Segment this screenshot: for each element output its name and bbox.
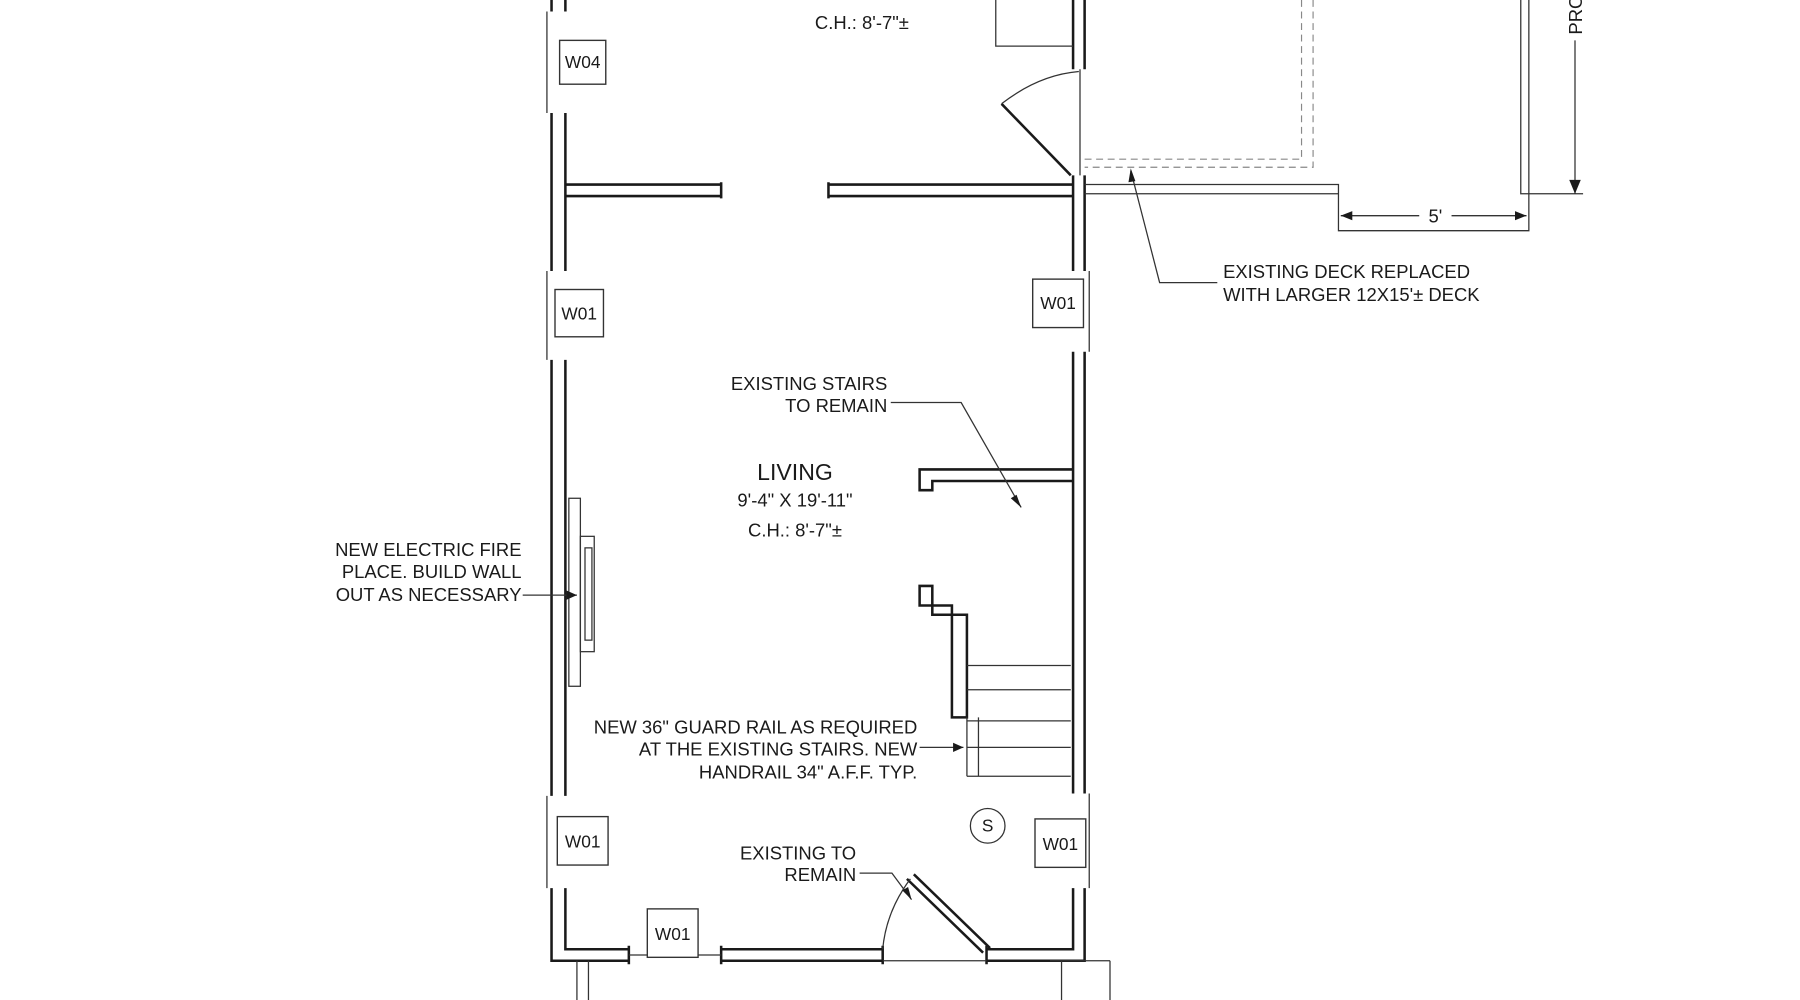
left-wall bbox=[546, 0, 629, 963]
window-tag: W04 bbox=[558, 39, 607, 85]
svg-text:W01: W01 bbox=[561, 303, 597, 323]
electric-fireplace bbox=[568, 497, 595, 687]
window-tag: W01 bbox=[646, 908, 699, 959]
window-tag: W01 bbox=[556, 815, 609, 866]
window-tag: W01 bbox=[1032, 278, 1085, 329]
window-tag: W01 bbox=[1034, 818, 1087, 869]
svg-text:W01: W01 bbox=[1040, 293, 1076, 313]
right-wall bbox=[986, 0, 1090, 963]
svg-text:W01: W01 bbox=[655, 924, 691, 944]
interior-partition bbox=[565, 182, 1074, 199]
leaders bbox=[522, 168, 1218, 901]
rear-door bbox=[995, 0, 1079, 177]
upper-room-ceiling-height: C.H.: 8'-7"± bbox=[815, 12, 909, 33]
deck-dimension-label: 5' bbox=[1428, 206, 1442, 227]
property-line-dimension: PRO bbox=[1565, 0, 1586, 194]
svg-text:S: S bbox=[982, 816, 994, 836]
deck-dimension: 5' bbox=[1340, 206, 1527, 227]
entry-door bbox=[882, 873, 991, 954]
living-room-ceiling-height: C.H.: 8'-7"± bbox=[748, 519, 842, 540]
svg-text:W01: W01 bbox=[1043, 834, 1079, 854]
window-tag: W01 bbox=[554, 288, 605, 338]
living-room-name: LIVING bbox=[757, 459, 833, 485]
svg-text:W01: W01 bbox=[565, 832, 601, 852]
stairs bbox=[918, 468, 1074, 777]
deck bbox=[1084, 0, 1584, 232]
svg-text:W04: W04 bbox=[565, 52, 601, 72]
smoke-detector-icon: S bbox=[969, 807, 1006, 844]
property-line-label: PRO bbox=[1565, 0, 1586, 35]
living-room-size: 9'-4" X 19'-11" bbox=[737, 489, 852, 510]
